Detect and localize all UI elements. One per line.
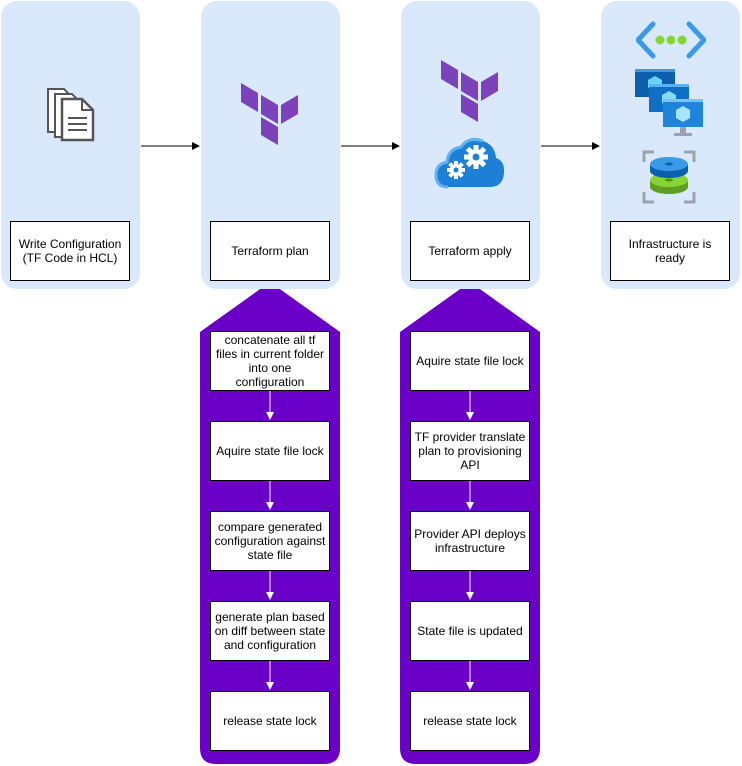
apply-step-update-state: State file is updated — [410, 601, 530, 661]
documents-icon — [47, 88, 95, 142]
plan-step-generate-plan: generate plan based on diff between stat… — [210, 601, 330, 661]
storage-disk-icon — [642, 150, 696, 204]
apply-step-release-lock: release state lock — [410, 691, 530, 751]
apply-step-deploy: Provider API deploys infrastructure — [410, 511, 530, 571]
apply-step-translate: TF provider translate plan to provisioni… — [410, 421, 530, 481]
plan-step-concatenate: concatenate all tf files in current fold… — [210, 331, 330, 391]
stage-label-write: Write Configuration (TF Code in HCL) — [10, 221, 130, 281]
stage-label-apply: Terraform apply — [410, 221, 530, 281]
stage-label-ready: Infrastructure is ready — [610, 221, 730, 281]
small-gear — [447, 161, 465, 179]
plan-step-compare: compare generated configuration against … — [210, 511, 330, 571]
stage-label-plan: Terraform plan — [210, 221, 330, 281]
terraform-logo-icon — [241, 83, 298, 145]
plan-step-release-lock: release state lock — [210, 691, 330, 751]
virtual-network-icon — [636, 21, 706, 59]
plan-step-acquire-lock: Aquire state file lock — [210, 421, 330, 481]
virtual-machines-icon — [635, 69, 703, 136]
apply-step-acquire-lock: Aquire state file lock — [410, 331, 530, 391]
terraform-logo-icon — [441, 60, 498, 122]
large-gear — [464, 145, 488, 169]
cloud-gears-icon — [434, 138, 505, 189]
